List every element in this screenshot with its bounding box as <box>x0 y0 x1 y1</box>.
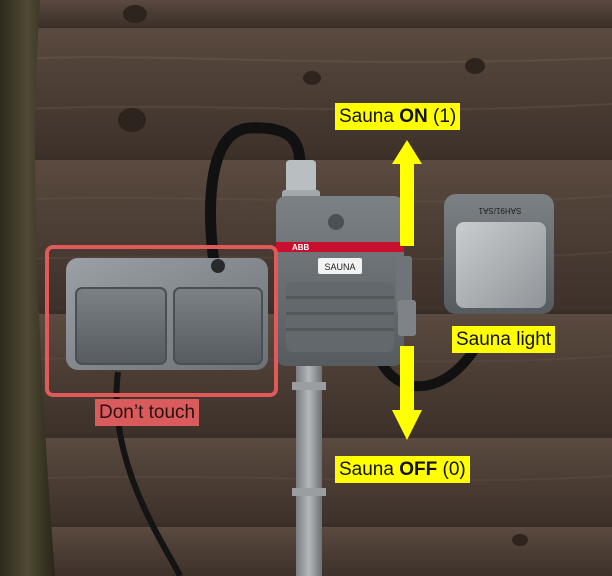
sauna-on-label: Sauna ON (1) <box>335 103 461 130</box>
switch-tag: SAUNA <box>324 262 355 272</box>
dont-touch-label: Don’t touch <box>95 399 200 426</box>
down-arrow <box>392 346 422 440</box>
brand-text: ABB <box>292 243 310 252</box>
black-cable-top <box>205 122 306 276</box>
dont-touch-frame <box>45 245 278 397</box>
light-switch-code: SAH91/SA1 <box>478 206 521 215</box>
black-cable-right <box>375 335 485 392</box>
sauna-light-label: Sauna light <box>452 326 556 353</box>
double-socket-box <box>66 258 268 370</box>
light-switch: SAH91/SA1 <box>444 194 554 314</box>
wooden-pole <box>0 0 55 576</box>
sauna-off-label: Sauna OFF (0) <box>335 456 470 483</box>
up-arrow <box>392 140 422 246</box>
metal-conduit <box>296 360 322 576</box>
isolator-switch: ABB SAUNA <box>276 196 416 366</box>
